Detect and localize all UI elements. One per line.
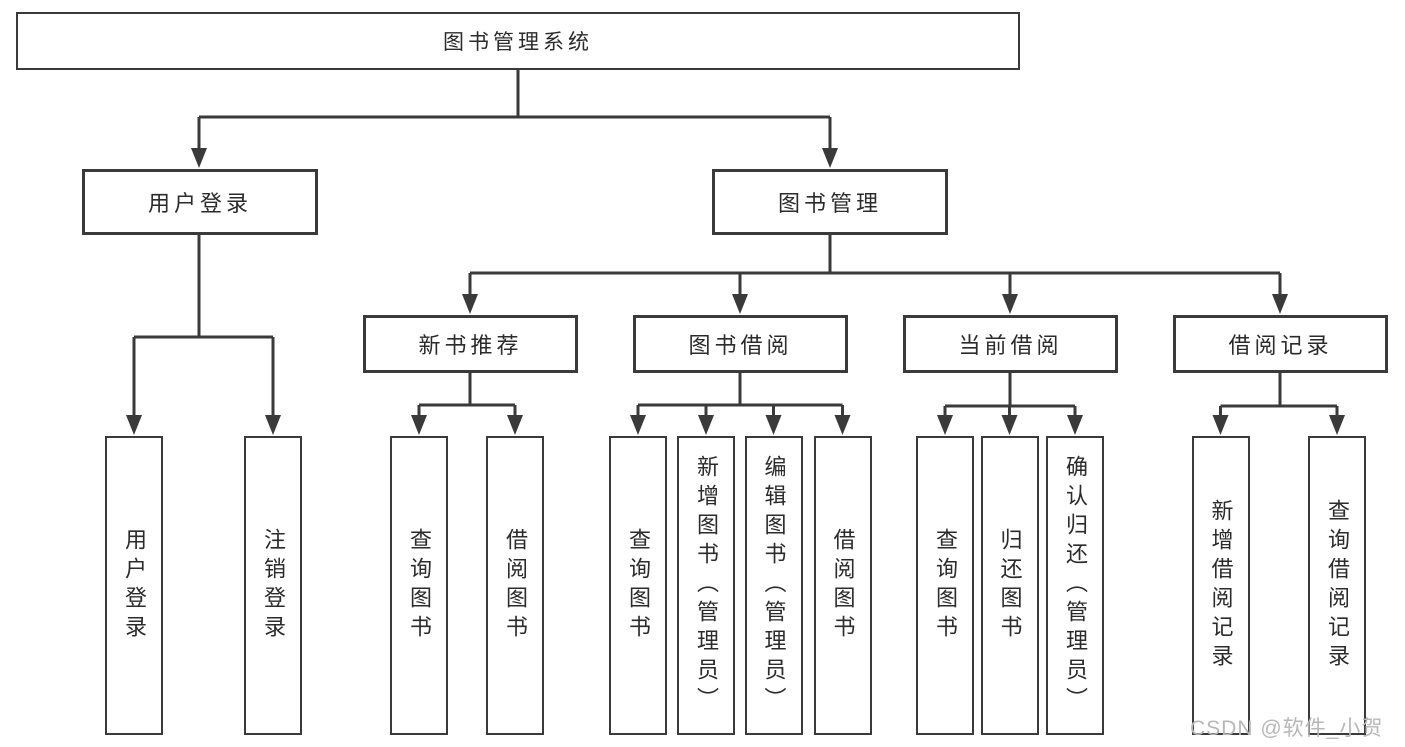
leaf-label: 用户登录 [122, 527, 147, 644]
node-new-book-recommend: 新书推荐 [363, 315, 578, 373]
node-book-management: 图书管理 [712, 169, 948, 235]
node-leaf-borrow-books-recommend: 借阅图书 [486, 436, 544, 735]
node-leaf-borrow-books: 借阅图书 [813, 436, 872, 735]
leaf-label: 新增借阅记录 [1208, 498, 1234, 673]
leaf-label: 查询借阅记录 [1325, 498, 1350, 673]
leaf-label: 借阅图书 [503, 527, 528, 644]
leaf-label: 查询图书 [626, 527, 651, 644]
node-leaf-query-books-current: 查询图书 [916, 436, 974, 735]
node-borrow-records: 借阅记录 [1173, 315, 1388, 373]
node-leaf-query-borrow-record: 查询借阅记录 [1308, 436, 1366, 735]
node-user-login: 用户登录 [82, 169, 318, 235]
node-leaf-user-login: 用户登录 [105, 436, 163, 735]
watermark-text: CSDN @软件_小贺同学 [1190, 717, 1384, 740]
node-leaf-add-borrow-record: 新增借阅记录 [1191, 436, 1250, 735]
leaf-label: 查询图书 [933, 527, 958, 644]
node-leaf-query-books-borrow: 查询图书 [609, 436, 667, 735]
node-current-borrow: 当前借阅 [903, 315, 1118, 373]
node-leaf-add-book-admin: 新增图书（管理员） [677, 436, 735, 735]
leaf-label: 借阅图书 [830, 527, 856, 644]
node-leaf-logout: 注销登录 [244, 436, 302, 735]
node-leaf-edit-book-admin: 编辑图书（管理员） [744, 436, 803, 735]
leaf-label: 新增图书（管理员） [694, 455, 719, 716]
leaf-label: 注销登录 [261, 527, 286, 644]
node-book-borrow: 图书借阅 [633, 315, 848, 373]
leaf-label: 确认归还（管理员） [1063, 455, 1088, 716]
leaf-label: 查询图书 [407, 527, 432, 644]
node-leaf-confirm-return-admin: 确认归还（管理员） [1046, 436, 1104, 735]
node-leaf-query-books-recommend: 查询图书 [390, 436, 448, 735]
leaf-label: 编辑图书（管理员） [761, 455, 787, 716]
node-library-management-system: 图书管理系统 [16, 12, 1020, 70]
node-leaf-return-book: 归还图书 [980, 436, 1039, 735]
leaf-label: 归还图书 [997, 527, 1023, 644]
